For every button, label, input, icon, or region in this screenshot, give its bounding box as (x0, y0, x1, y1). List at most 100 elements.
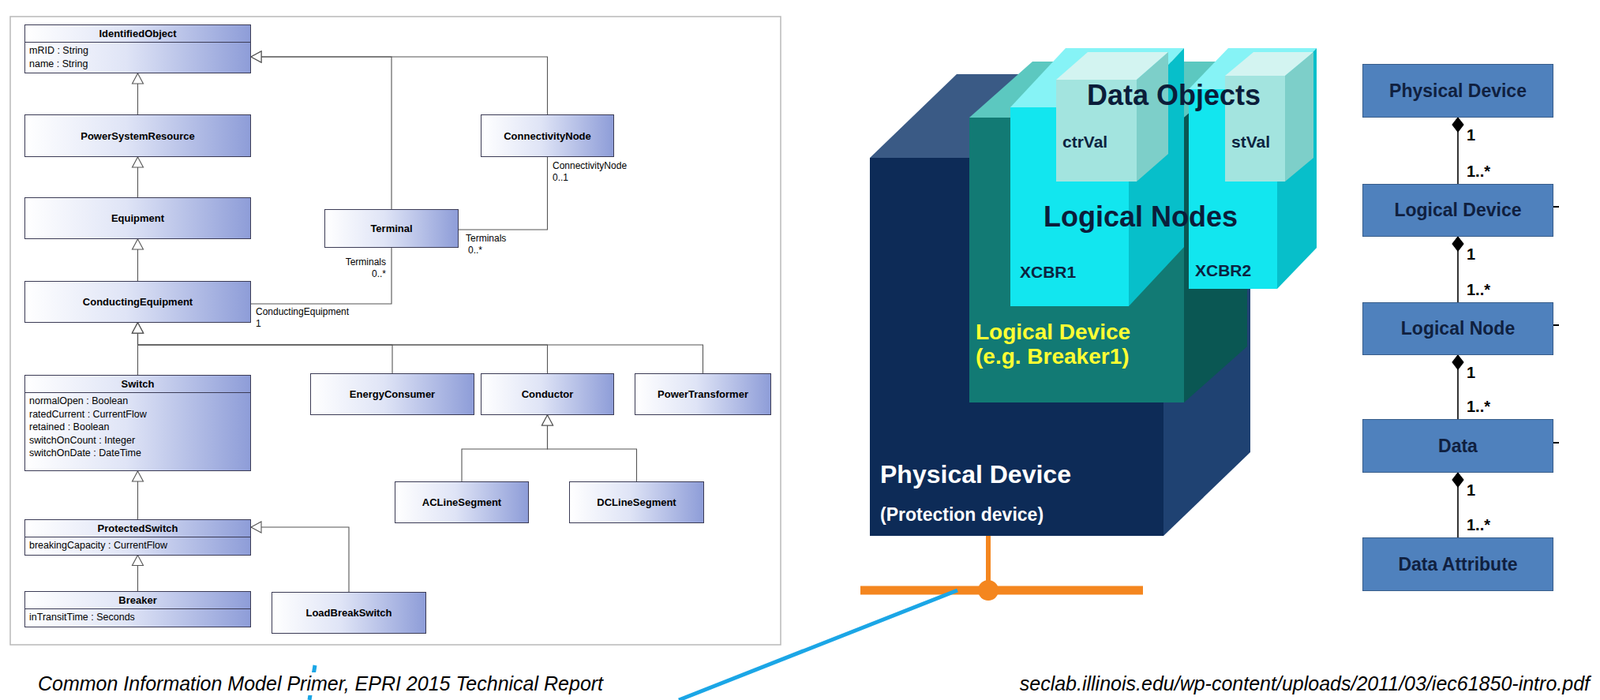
group-label: Data Objects (1086, 78, 1261, 112)
class-box: LoadBreakSwitch (271, 592, 427, 634)
multiplicity: 1..* (1466, 397, 1491, 416)
hierarchy-label: Logical Node (1401, 318, 1515, 340)
diamond-head (1452, 472, 1464, 488)
panel-frame (10, 16, 781, 645)
cube-block: ctrVal (1056, 52, 1169, 182)
class-name: ProtectedSwitch (25, 520, 251, 538)
class-box: PowerSystemResource (24, 114, 252, 158)
attribute-list: breakingCapacity : CurrentFlow (25, 537, 251, 555)
connector-line (251, 247, 392, 304)
diamond-head (1452, 236, 1464, 252)
class-name: Equipment (106, 209, 169, 227)
class-box: Equipment (24, 197, 252, 240)
role-label: Terminals (465, 233, 506, 245)
arrow-head (132, 322, 144, 334)
hierarchy-box: Logical Device (1362, 183, 1554, 237)
connector-line (138, 322, 548, 374)
arrow-head (132, 555, 144, 566)
edge-tick (1553, 324, 1559, 326)
arrow-head (132, 322, 144, 334)
connector-line (251, 56, 548, 115)
attribute-list: inTransitTime : Seconds (25, 609, 251, 627)
connector-line (458, 157, 548, 230)
arrow-head (251, 51, 262, 63)
cube-block: Physical Device(Protection device)Logica… (869, 74, 1251, 536)
cube-side (1136, 52, 1169, 182)
class-attribute: switchOnCount : Integer (29, 434, 247, 448)
composition-link (1452, 236, 1464, 303)
hierarchy-label: Physical Device (1389, 80, 1527, 102)
arrow-head (132, 73, 144, 84)
bus-bar (860, 586, 1143, 596)
multiplicity: 1 (1466, 481, 1476, 500)
class-box: Conductor (480, 373, 615, 416)
generalization-arrow (132, 322, 704, 374)
diamond-head (1452, 117, 1464, 132)
arrow-head (251, 521, 262, 533)
role-label: ConductingEquipment (255, 307, 349, 319)
generalization-arrow (132, 322, 548, 374)
class-name: LoadBreakSwitch (300, 604, 397, 622)
generalization-arrow (132, 73, 144, 115)
class-name: PowerTransformer (652, 385, 754, 403)
hierarchy-box: Data (1362, 419, 1554, 473)
multiplicity: 1..* (1466, 162, 1491, 181)
connector-line (138, 322, 704, 374)
composition-link (1452, 472, 1464, 538)
cube-label: Physical Device (880, 460, 1072, 489)
class-attribute: name : String (29, 57, 247, 72)
class-box: SwitchnormalOpen : BooleanratedCurrent :… (24, 374, 252, 472)
class-box: BreakerinTransitTime : Seconds (24, 591, 252, 628)
generalization-arrow (542, 415, 638, 482)
composition-link (1452, 117, 1464, 184)
hierarchy-box: Physical Device (1362, 63, 1554, 118)
role-label: 0..* (371, 269, 386, 281)
multiplicity: 1 (1466, 126, 1476, 145)
class-name: DCLineSegment (592, 494, 681, 511)
cube-side (1285, 52, 1314, 182)
hierarchy-box: Data Attribute (1362, 537, 1554, 592)
class-box: ACLineSegment (394, 481, 529, 524)
generalization-arrow (251, 51, 392, 210)
class-attribute: switchOnDate : DateTime (29, 446, 247, 461)
arrow-head (542, 415, 554, 426)
connector-line (251, 527, 349, 593)
source-caption: Common Information Model Primer, EPRI 20… (35, 672, 606, 696)
class-name: Breaker (25, 592, 251, 610)
multiplicity: 1 (1466, 363, 1476, 383)
pointer-line (678, 590, 958, 700)
class-box: DCLineSegment (569, 481, 705, 524)
role-label: 0..1 (552, 172, 569, 184)
connector-line (547, 415, 638, 482)
class-box: Terminal (324, 209, 459, 248)
connector-line (251, 56, 392, 210)
class-attribute: normalOpen : Boolean (29, 394, 247, 409)
class-name: EnergyConsumer (344, 385, 440, 403)
composition-link (1452, 355, 1464, 420)
arrow-head (132, 322, 144, 334)
class-name: ACLineSegment (417, 494, 506, 511)
hierarchy-label: Data (1438, 435, 1478, 458)
generalization-arrow (461, 415, 554, 482)
multiplicity: 1..* (1466, 281, 1491, 300)
class-box: IdentifiedObjectmRID : Stringname : Stri… (24, 24, 252, 74)
generalization-arrow (132, 555, 144, 593)
multiplicity: 1..* (1466, 516, 1491, 535)
class-name: IdentifiedObject (25, 25, 251, 43)
diamond-head (1452, 355, 1464, 370)
cube-label: stVal (1231, 132, 1271, 151)
class-attribute: ratedCurrent : CurrentFlow (29, 408, 247, 422)
class-name: ConductingEquipment (78, 293, 198, 311)
class-name: Conductor (517, 385, 579, 403)
generalization-arrow (132, 239, 144, 282)
association-line (458, 157, 548, 230)
bus-dot (977, 580, 999, 601)
arrow-head (132, 239, 144, 250)
class-name: Switch (25, 375, 251, 394)
generalization-arrow (132, 157, 144, 198)
cube-label: XCBR2 (1195, 261, 1252, 280)
class-name: ConnectivityNode (498, 127, 596, 145)
cube-block: stVal (1225, 52, 1314, 182)
connector-line (461, 415, 548, 482)
arrow-head (542, 415, 554, 426)
